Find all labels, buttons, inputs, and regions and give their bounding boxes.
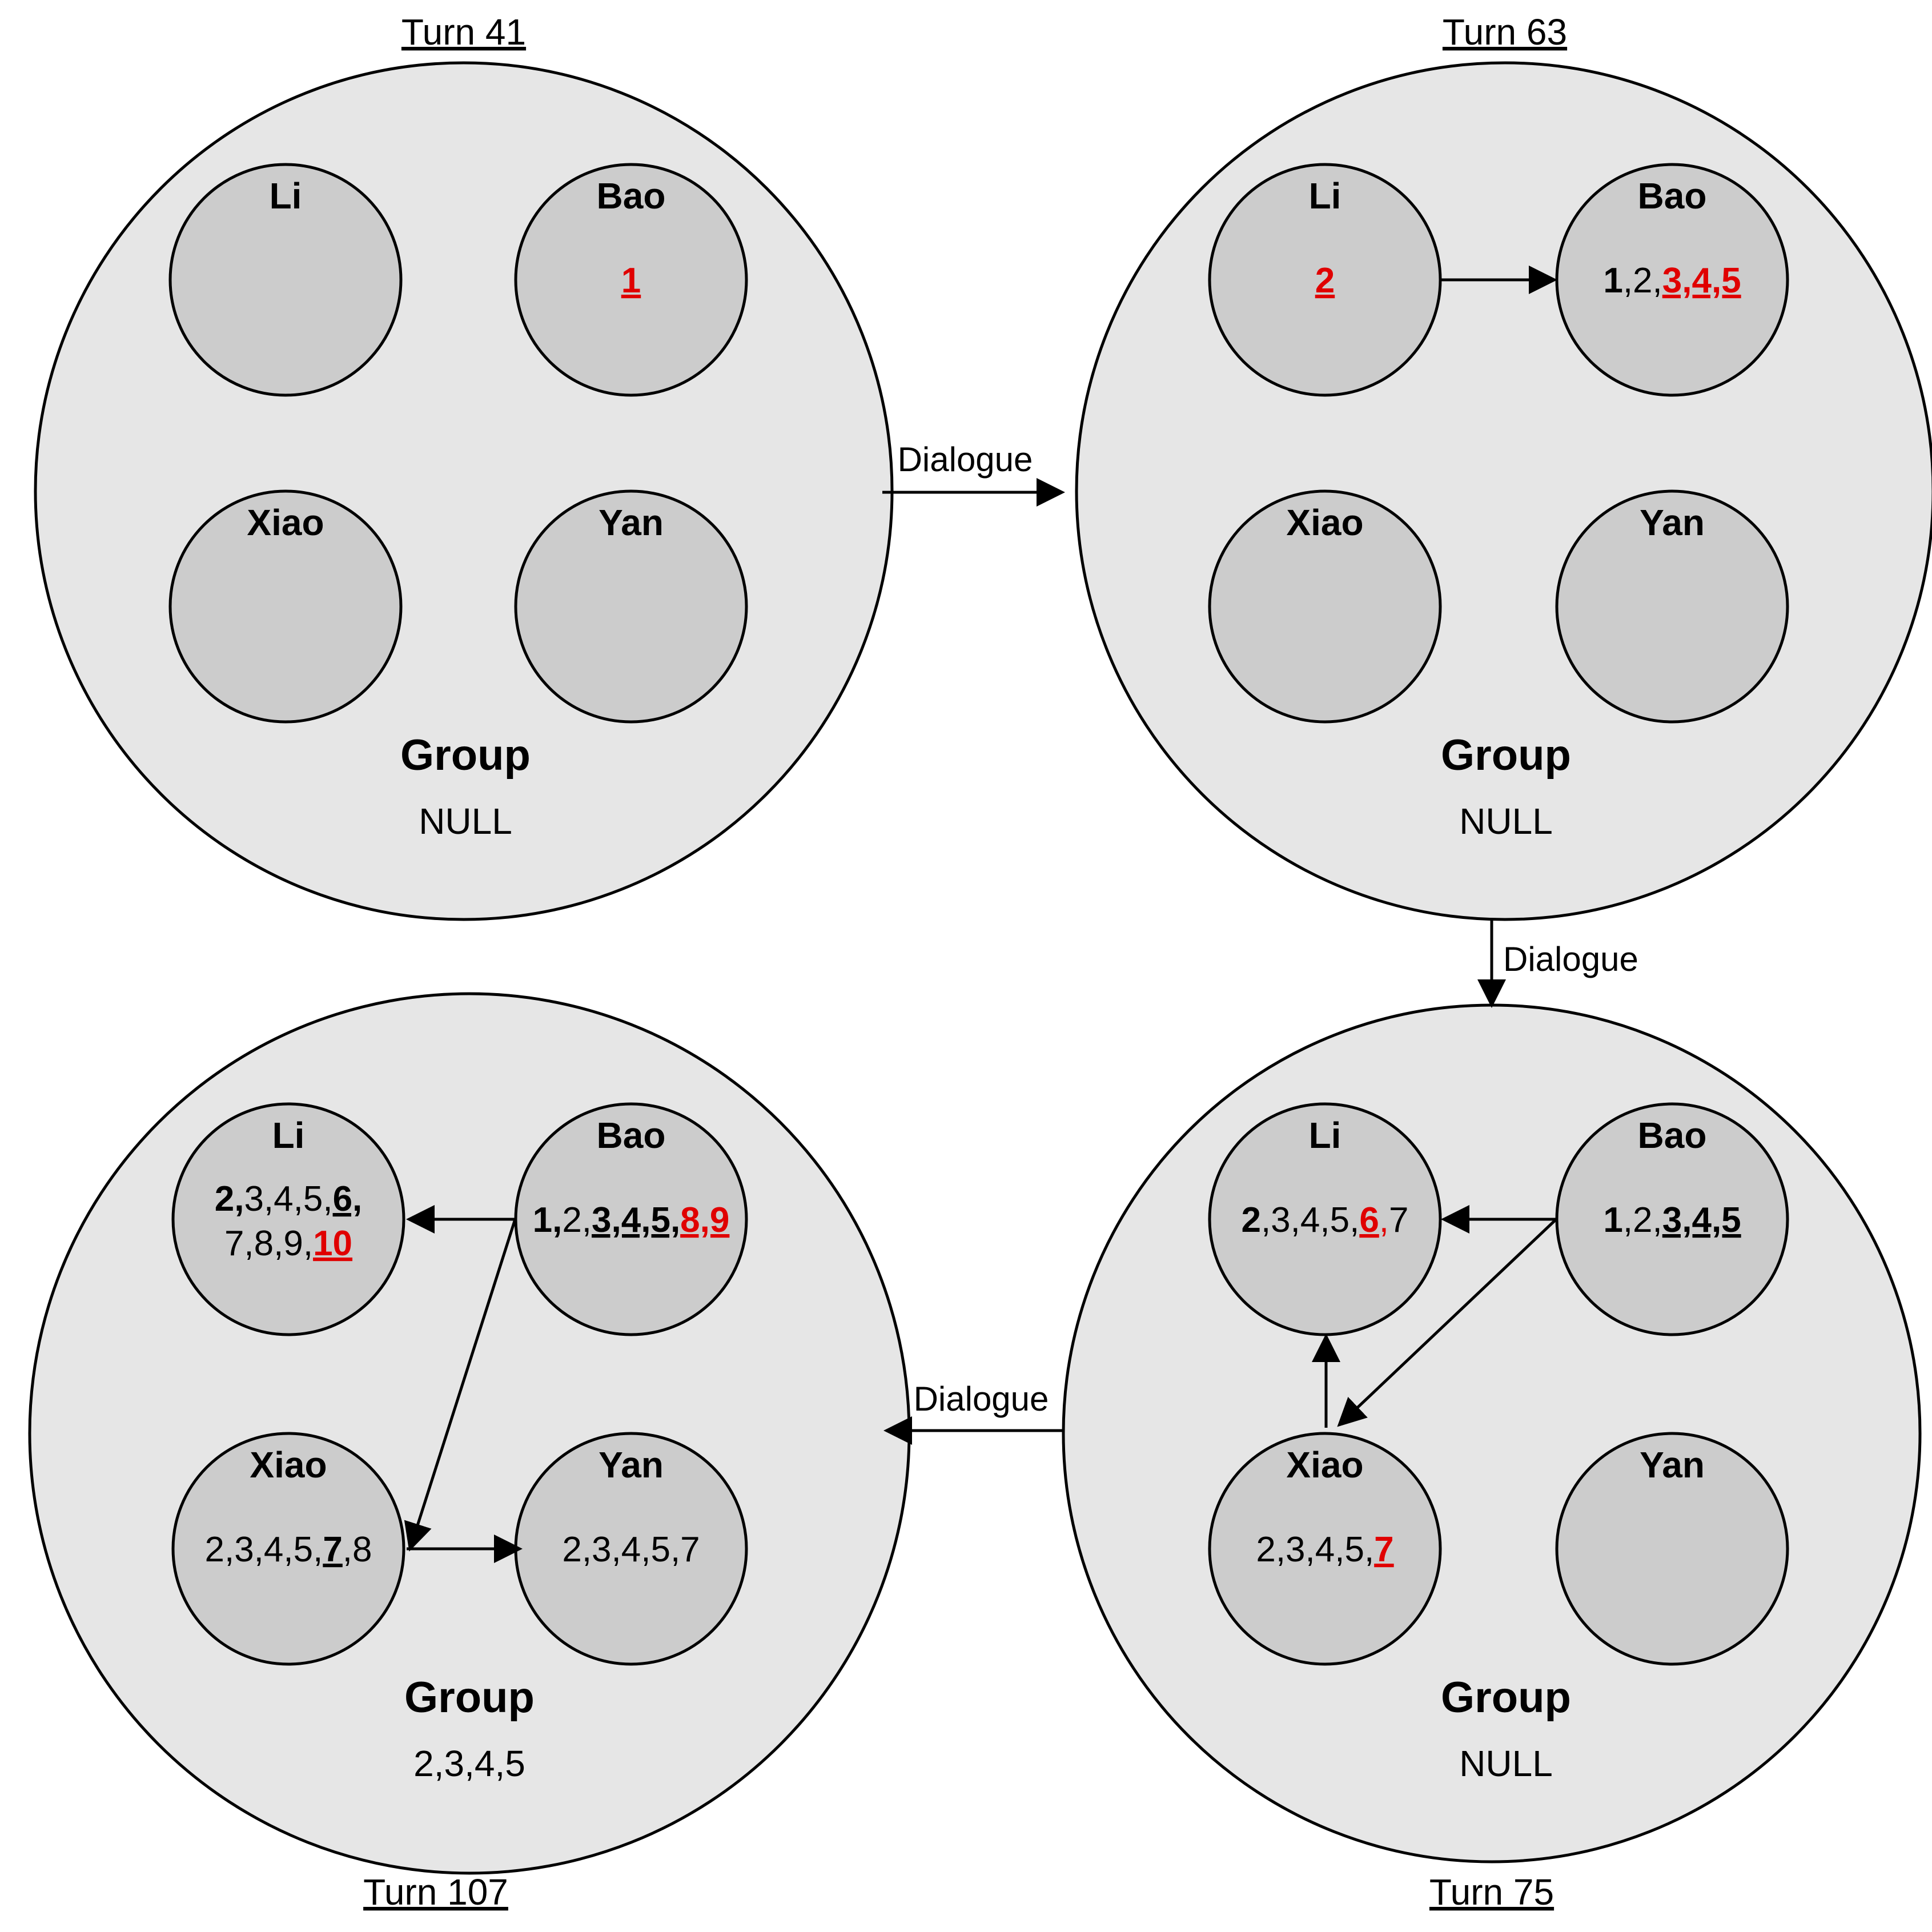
member-items-bao-t75: 1,2,3,4,5 <box>1603 1200 1741 1240</box>
member-name-bao-t41: Bao <box>597 175 666 216</box>
item-segment: 3,4,5 <box>1662 1200 1741 1240</box>
panel-turn-107-circle <box>28 992 911 1875</box>
member-name-xiao-t41: Xiao <box>247 502 324 543</box>
item-segment: 2 <box>1241 1200 1260 1240</box>
member-name-xiao-t63: Xiao <box>1286 502 1363 543</box>
item-segment: ,2, <box>1623 1200 1662 1240</box>
member-name-yan-t63: Yan <box>1640 502 1705 543</box>
member-name-bao-t75: Bao <box>1638 1115 1707 1156</box>
item-segment: , <box>1379 1200 1389 1240</box>
member-name-li-t107: Li <box>272 1115 305 1156</box>
member-circle-bao-t107 <box>514 1102 748 1336</box>
group-title-t75: Group <box>1441 1673 1571 1722</box>
member-name-yan-t107: Yan <box>599 1444 664 1485</box>
item-segment: 2,3,4,5,7 <box>562 1530 700 1569</box>
member-items-li-t107-line1: 2,3,4,5,6, <box>215 1179 363 1219</box>
group-title-t107: Group <box>404 1673 535 1722</box>
member-items-yan-t107: 2,3,4,5,7 <box>562 1530 700 1569</box>
member-name-xiao-t75: Xiao <box>1286 1444 1363 1485</box>
panel-turn-75-circle <box>1062 1003 1922 1863</box>
member-items-li-t75: 2,3,4,5,6,7 <box>1241 1200 1408 1240</box>
turn-107-label: Turn 107 <box>363 1871 508 1913</box>
item-segment: ,2, <box>1623 261 1662 300</box>
item-segment: 6, <box>333 1179 363 1219</box>
member-name-xiao-t107: Xiao <box>250 1444 327 1485</box>
item-segment: 7 <box>323 1530 342 1569</box>
item-segment: 2,3,4,5, <box>1256 1530 1374 1569</box>
member-items-bao-t41: 1 <box>621 261 641 300</box>
item-segment: 1 <box>1603 1200 1622 1240</box>
member-circle-yan-t75 <box>1555 1432 1789 1666</box>
turn-75-label: Turn 75 <box>1429 1871 1554 1913</box>
member-circle-yan-t63 <box>1555 489 1789 724</box>
group-title-t41: Group <box>400 731 531 780</box>
member-circle-li-t41 <box>168 163 403 397</box>
item-segment: 7,8,9, <box>224 1224 313 1263</box>
dialogue-label-41-to-63: Dialogue <box>898 440 1033 479</box>
member-circle-bao-t41 <box>514 163 748 397</box>
group-value-t63: NULL <box>1459 801 1553 842</box>
member-name-yan-t41: Yan <box>599 502 664 543</box>
group-value-t75: NULL <box>1459 1743 1553 1784</box>
item-segment: 3,4,5, <box>592 1200 680 1240</box>
member-items-bao-t63: 1,2,3,4,5 <box>1603 261 1741 300</box>
item-segment: 3,4,5 <box>1662 261 1741 300</box>
member-name-li-t75: Li <box>1309 1115 1341 1156</box>
item-segment: 7 <box>1389 1200 1408 1240</box>
panel-turn-41-circle <box>34 61 894 921</box>
item-segment: 3,4,5, <box>244 1179 332 1219</box>
dialogue-label-63-to-75: Dialogue <box>1503 940 1638 978</box>
member-circle-yan-t41 <box>514 489 748 724</box>
turn-63-label: Turn 63 <box>1443 11 1567 53</box>
item-segment: 2, <box>215 1179 244 1219</box>
arrow-bao-to-xiao-t75 <box>1337 1218 1557 1427</box>
member-name-li-t63: Li <box>1309 175 1341 216</box>
member-circle-bao-t75 <box>1555 1102 1789 1336</box>
member-circle-xiao-t107 <box>171 1432 405 1666</box>
item-segment: ,3,4,5, <box>1261 1200 1359 1240</box>
item-segment: ,8 <box>343 1530 372 1569</box>
member-items-bao-t107: 1,2,3,4,5,8,9 <box>533 1200 730 1240</box>
item-segment: 10 <box>313 1224 352 1263</box>
member-name-li-t41: Li <box>270 175 302 216</box>
member-name-bao-t107: Bao <box>597 1115 666 1156</box>
item-segment: 7 <box>1374 1530 1393 1569</box>
arrow-bao-to-xiao-t107 <box>404 1219 517 1552</box>
item-segment: 2 <box>1315 261 1335 300</box>
item-segment: 2,3,4,5, <box>204 1530 323 1569</box>
member-circle-xiao-t75 <box>1208 1432 1442 1666</box>
member-circle-li-t107 <box>171 1102 405 1336</box>
member-items-xiao-t107: 2,3,4,5,7,8 <box>204 1530 372 1569</box>
member-items-xiao-t75: 2,3,4,5,7 <box>1256 1530 1393 1569</box>
group-value-t41: NULL <box>419 801 512 842</box>
item-segment: 1, <box>533 1200 563 1240</box>
item-segment: 6 <box>1359 1200 1379 1240</box>
member-items-li-t63: 2 <box>1315 261 1335 300</box>
panel-turn-63-circle <box>1075 61 1932 921</box>
member-name-bao-t63: Bao <box>1638 175 1707 216</box>
member-items-li-t107-line2: 7,8,9,10 <box>224 1224 352 1263</box>
group-value-t107: 2,3,4,5 <box>413 1743 525 1784</box>
turn-41-label: Turn 41 <box>401 11 526 53</box>
group-title-t63: Group <box>1441 731 1571 780</box>
member-circle-xiao-t41 <box>168 489 403 724</box>
dialogue-label-75-to-107: Dialogue <box>914 1380 1049 1418</box>
item-segment: 2, <box>562 1200 592 1240</box>
item-segment: 8,9 <box>680 1200 729 1240</box>
item-segment: 1 <box>621 261 641 300</box>
item-segment: 1 <box>1603 261 1622 300</box>
member-circle-xiao-t63 <box>1208 489 1442 724</box>
member-name-yan-t75: Yan <box>1640 1444 1705 1485</box>
